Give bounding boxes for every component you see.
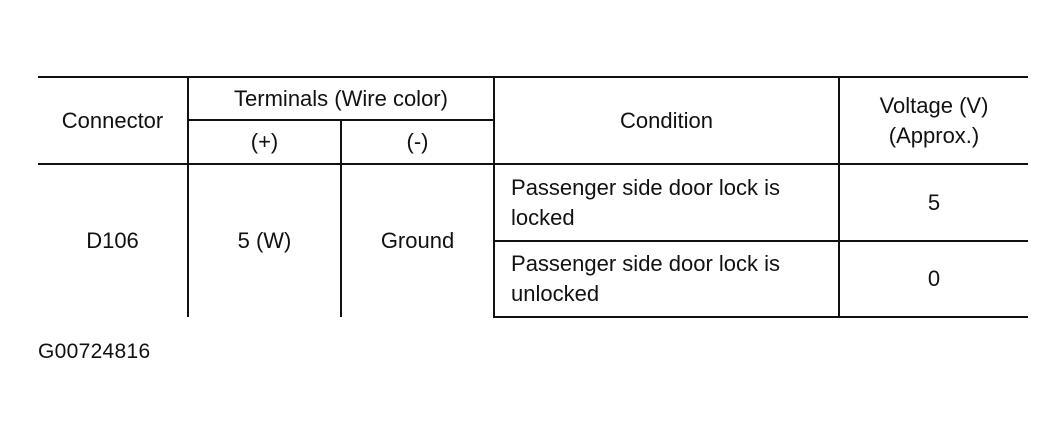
figure-code: G00724816 bbox=[38, 340, 151, 363]
header-voltage: Voltage (V) (Approx.) bbox=[838, 76, 1029, 165]
condition-locked-line2: locked bbox=[511, 204, 575, 230]
condition-locked-line1: Passenger side door lock is bbox=[511, 174, 781, 200]
header-condition: Condition bbox=[493, 76, 840, 165]
cell-voltage-locked: 5 bbox=[838, 164, 1029, 242]
cell-terminal-minus: Ground bbox=[339, 164, 495, 317]
header-connector: Connector bbox=[38, 76, 188, 165]
condition-unlocked-line1: Passenger side door lock is bbox=[511, 251, 781, 276]
header-terminal-minus: (-) bbox=[339, 120, 495, 165]
condition-unlocked-line2: unlocked bbox=[511, 281, 600, 306]
header-voltage-line1: Voltage (V) bbox=[879, 92, 989, 118]
header-terminals: Terminals (Wire color) bbox=[186, 76, 495, 121]
cell-condition-locked: Passenger side door lock is locked bbox=[493, 164, 840, 242]
cell-connector: D106 bbox=[86, 228, 139, 253]
header-terminal-plus: (+) bbox=[187, 120, 341, 165]
cell-condition-unlocked: Passenger side door lock is unlocked bbox=[493, 241, 840, 318]
diagnosis-table: Connector Terminals (Wire color) Conditi… bbox=[38, 76, 1029, 318]
cell-terminal-plus: 5 (W) bbox=[187, 164, 341, 317]
header-voltage-line2: (Approx.) bbox=[888, 122, 980, 148]
cell-voltage-unlocked: 0 bbox=[838, 241, 1029, 318]
